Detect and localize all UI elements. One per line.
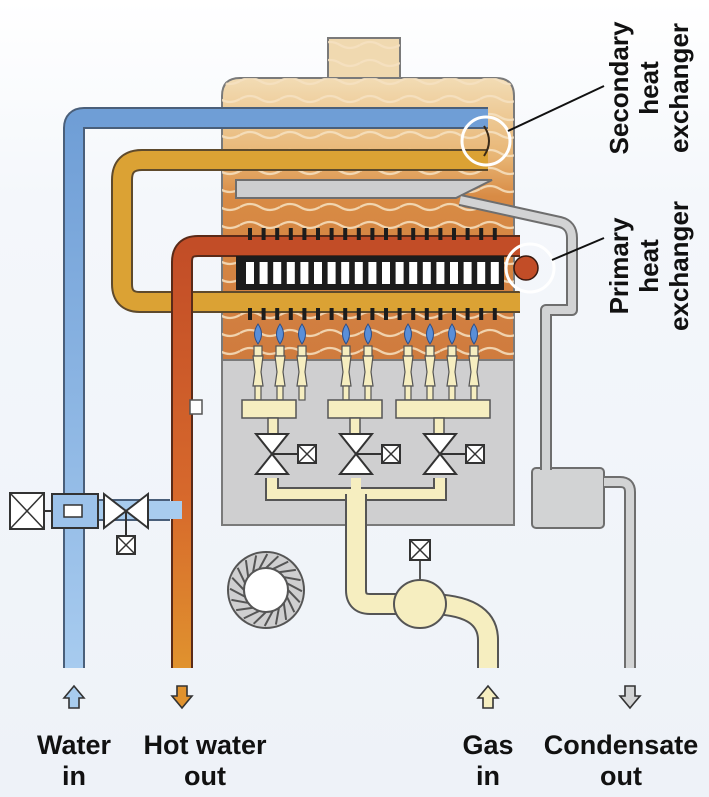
fin-gap [463,262,472,284]
fin-gap [259,262,268,284]
fin-gap [395,262,404,284]
fan-blade [274,607,280,625]
fan-blade [231,576,245,591]
fin-gap [300,262,309,284]
fin-gap [490,262,499,284]
fan-blade [263,610,274,627]
flow-sensor-actuator [9,492,52,530]
gas-manifold [241,399,499,668]
primary-label-line-1: Primary [604,217,634,315]
fin-gap [341,262,350,284]
fan-blade [278,568,296,574]
flow-sensor-housing [51,493,99,529]
condensate-out-arrow [618,685,642,710]
condensate-out-label: Condensate out [536,730,706,792]
secondary-heat-exchanger-marker [460,115,512,167]
fan-blade [272,560,289,570]
primary-heat-exchanger-label: Primary heat exchanger [604,184,700,348]
fin-gap [368,262,377,284]
fin-gap [477,262,486,284]
hot-water-out-label-line-1: Hot water [143,730,267,760]
fan-blade [286,582,303,593]
fan-blade [243,610,260,620]
fan-blade [283,576,301,582]
fan-blade [265,555,280,569]
water-in-arrow [62,684,86,709]
fin-gap [327,262,336,284]
hot-water-out-arrow [170,685,194,710]
burner [252,323,264,401]
fan-blade [231,598,249,604]
gas-solenoid-valve [337,433,401,475]
burner [296,323,308,401]
condensate-out-label-line-2: out [600,761,642,791]
burner [402,323,414,401]
primary-heat-exchanger-fins [236,228,504,320]
fan-blade [282,602,288,620]
fan-blade [252,555,258,573]
fin-gap [286,262,295,284]
fin-gap [246,262,254,284]
fan-blade [236,606,254,612]
fin-gap [422,262,431,284]
water-in-label: Water in [24,730,124,792]
fin-gap [382,262,390,284]
temperature-sensor [189,399,203,415]
primary-label-line-2: heat [634,239,664,293]
gas-in-arrow [476,684,500,709]
fin-gap [409,262,418,284]
hot-water-out-label-line-2: out [184,761,226,791]
water-in-label-line-2: in [62,761,86,791]
secondary-heat-exchanger-label: Secondary heat exchanger [604,0,700,178]
gas-valve-actuator [409,539,431,561]
condensate-tray [235,179,493,199]
gas-in-label-line-2: in [476,761,500,791]
gas-in-label: Gas in [448,730,528,792]
fan-blade [229,587,246,598]
burner [362,323,374,401]
burner [446,323,458,401]
secondary-label-line-2: heat [634,61,664,115]
fin-gap [273,262,282,284]
primary-label-line-3: exchanger [664,200,694,332]
fan-blade [236,567,246,584]
condensate-trap [531,467,605,529]
gas-in-label-line-1: Gas [462,730,514,760]
primary-heat-exchanger-marker [504,242,556,294]
gas-solenoid-valve [421,433,485,475]
burner [424,323,436,401]
fan-blade [258,553,269,570]
gas-valve-body [393,579,447,629]
fan-blade [252,611,267,625]
secondary-label-line-3: exchanger [664,22,694,154]
fin-gap [354,262,363,284]
burner [468,323,480,401]
water-in-label-line-1: Water [36,730,111,760]
secondary-leader-line [507,85,605,132]
primary-leader-line [551,237,605,261]
fan-blade [244,560,250,578]
combustion-fan [227,551,305,629]
secondary-label-line-1: Secondary [604,21,634,155]
water-valve [103,491,149,555]
fin-gap [450,262,458,284]
gas-solenoid-valve [253,433,317,475]
burner [340,323,352,401]
condensate-out-label-line-1: Condensate [543,730,699,760]
fin-gap [314,262,322,284]
hot-water-out-label: Hot water out [130,730,280,792]
fan-blade [286,596,296,613]
burner [274,323,286,401]
fin-gap [436,262,445,284]
fan-blade [287,589,301,604]
